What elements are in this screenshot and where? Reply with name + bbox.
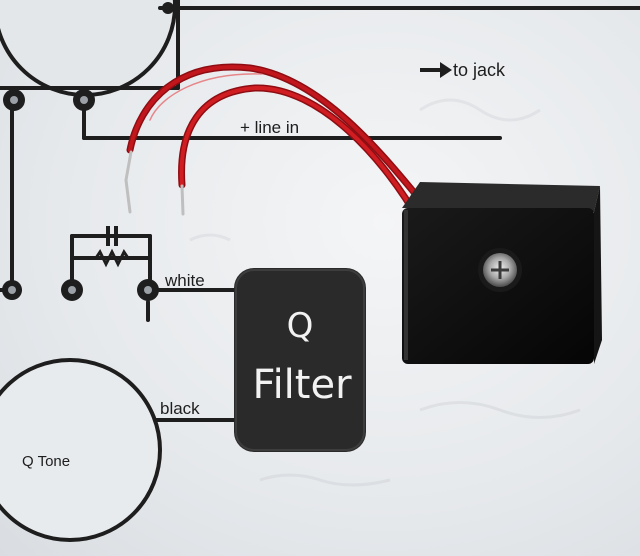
arrow-right-icon [420, 62, 452, 78]
q-tone-label: Q Tone [22, 453, 70, 470]
q-tone-pot-circle [0, 358, 162, 542]
black-wire-label: black [160, 399, 200, 418]
module-label-filter: Filter [252, 362, 352, 408]
wire-ends [124, 150, 185, 216]
red-wires [126, 63, 434, 226]
background-faint-text [189, 98, 581, 487]
to-jack-label: to jack [453, 60, 506, 80]
module-label-q: Q [287, 306, 314, 346]
line-in-label: + line in [240, 118, 299, 137]
screw-icon [478, 248, 522, 292]
pot-circle-top [0, 0, 177, 97]
capacitor-symbol [106, 226, 118, 246]
schematic-lines [0, 0, 640, 422]
white-wire-label: white [164, 271, 205, 290]
resistor-symbol [94, 248, 130, 268]
q-filter-label-card: Q Filter [234, 268, 366, 452]
